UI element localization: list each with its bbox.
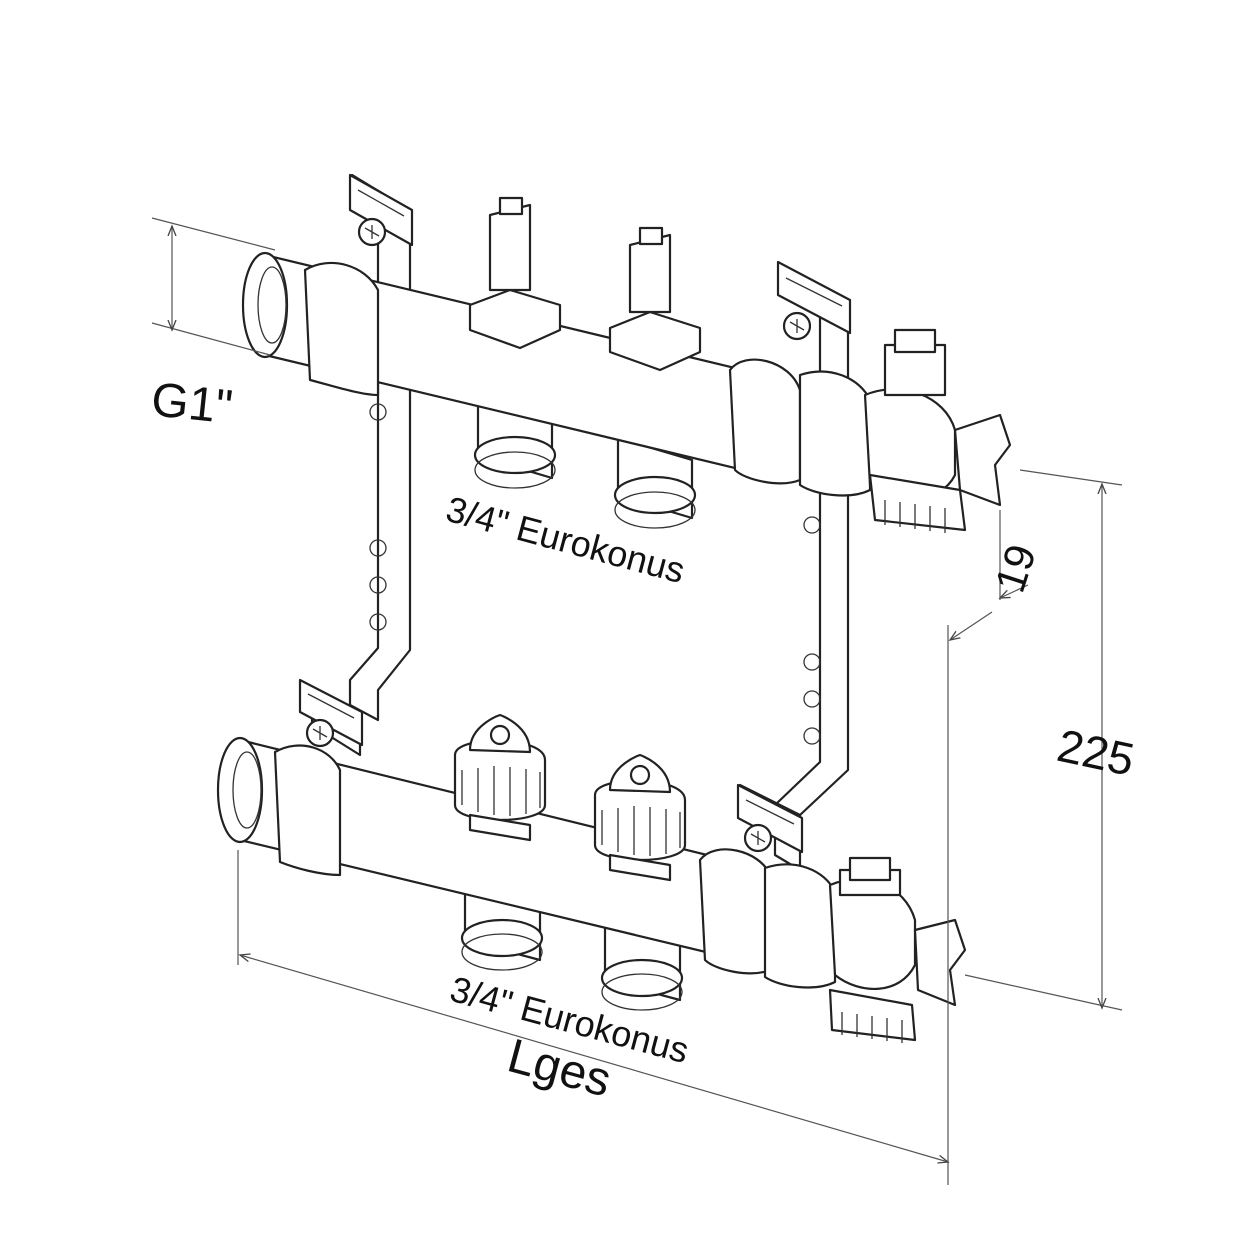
top-ball-valve <box>798 328 1012 533</box>
clip-top-left <box>348 173 414 247</box>
top-manifold-bar <box>241 251 802 485</box>
clip-bottom-right <box>736 783 804 854</box>
dimension-lges <box>237 850 948 1162</box>
label-225: 225 <box>1053 719 1139 786</box>
label-19: 19 <box>986 539 1045 598</box>
dimension-g1 <box>151 217 276 356</box>
right-bracket <box>738 263 850 872</box>
dimension-19 <box>947 510 1029 1185</box>
clip-bottom-left <box>298 678 364 748</box>
bottom-manifold-bar <box>216 736 772 975</box>
label-g1: G1" <box>149 373 235 434</box>
bottom-thermostatic-valves <box>453 713 687 882</box>
top-vent-valves <box>468 196 702 372</box>
dimension-225 <box>964 469 1123 1011</box>
clip-top-right <box>776 260 852 341</box>
bottom-ball-valve <box>763 856 967 1043</box>
